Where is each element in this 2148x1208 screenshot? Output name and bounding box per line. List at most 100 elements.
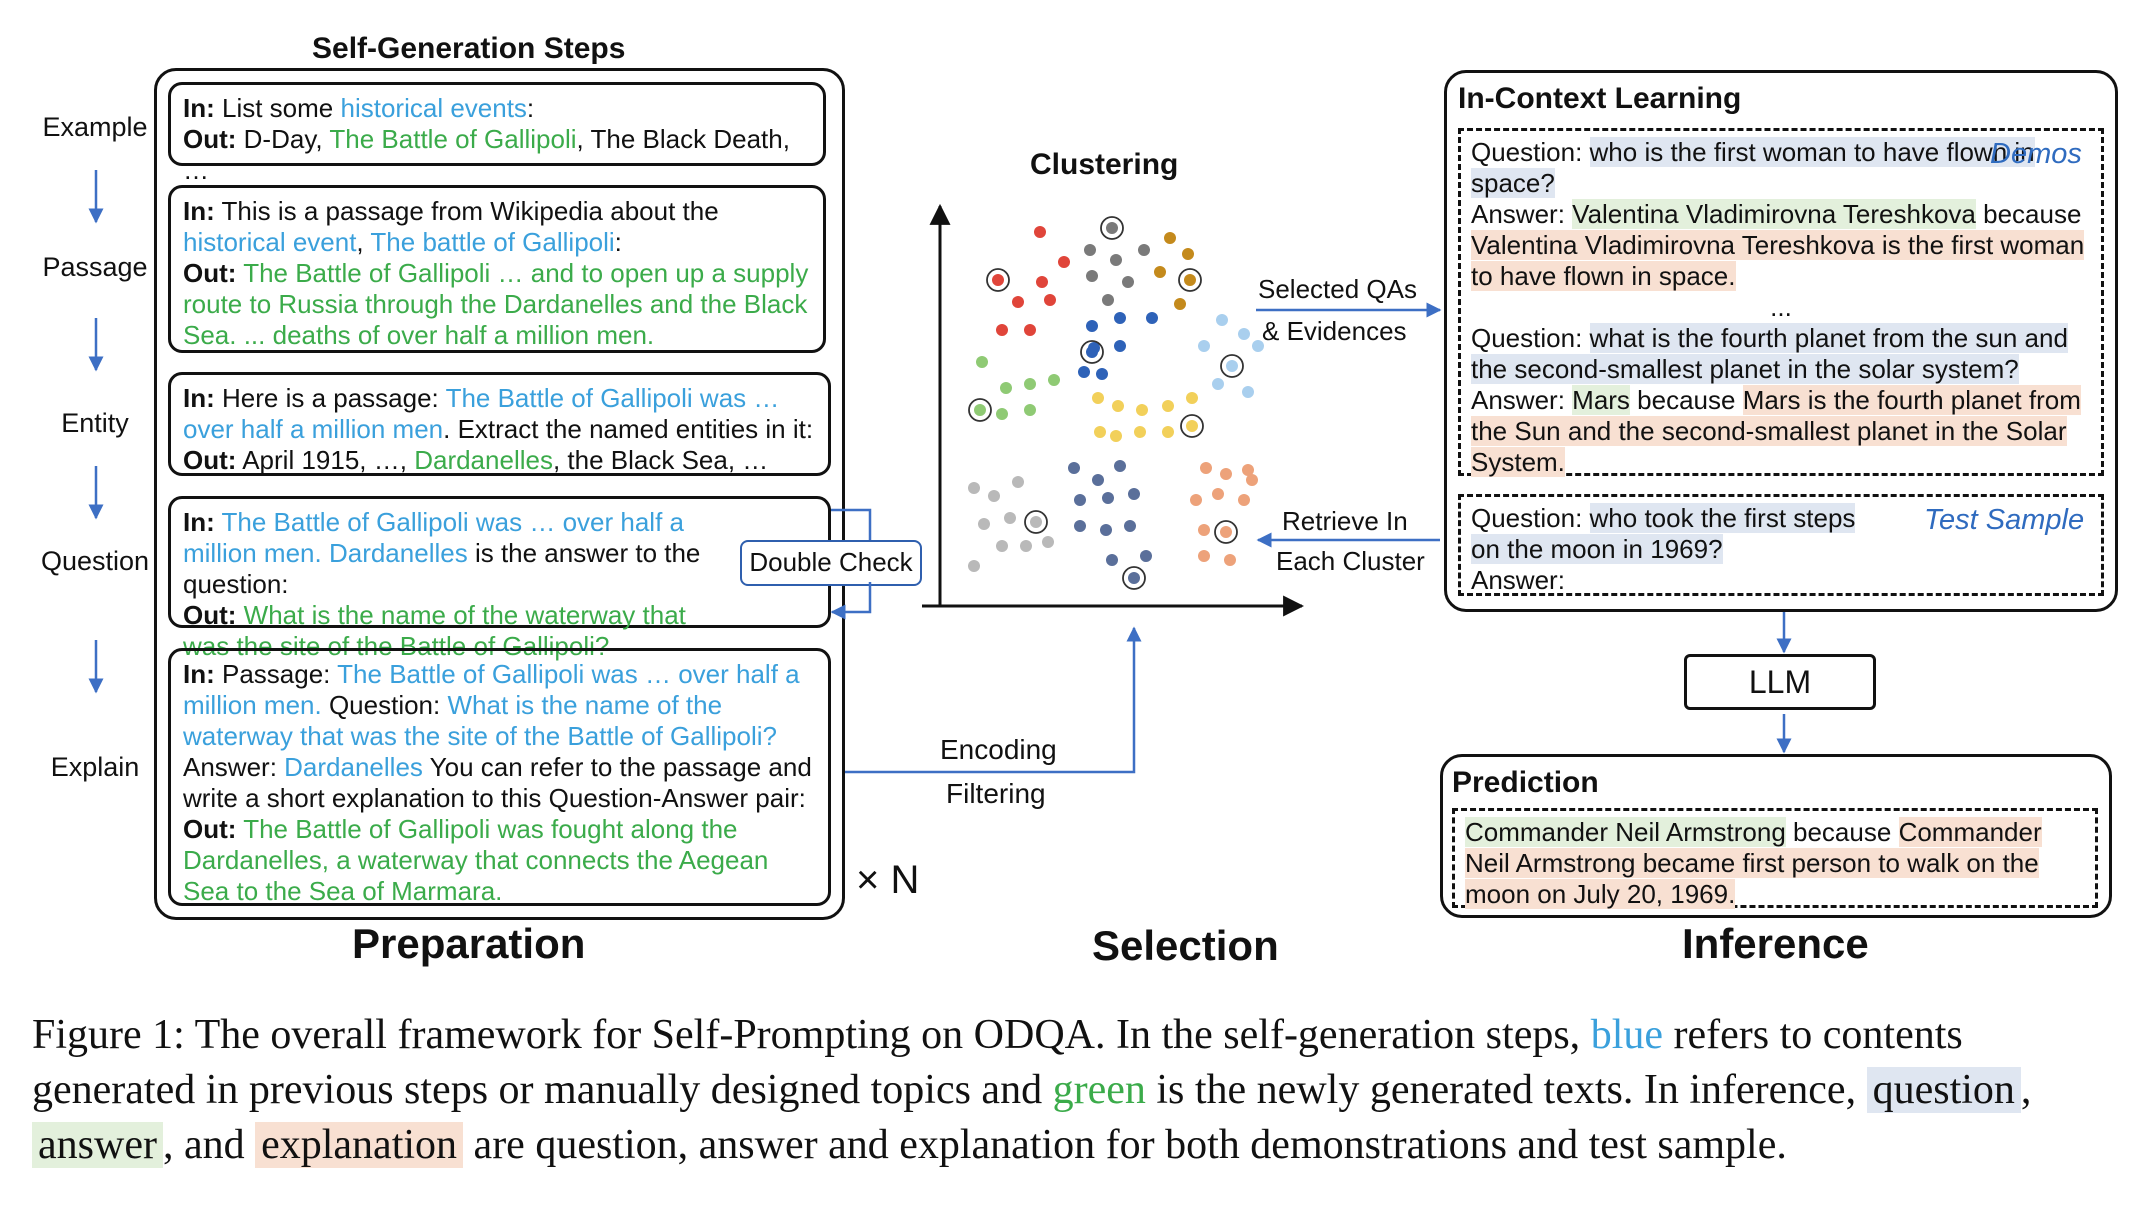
selected-point-ring [968,398,992,422]
cluster-point [1106,554,1118,566]
cluster-point [1134,426,1146,438]
cluster-point [1162,400,1174,412]
cluster-point [1238,328,1250,340]
cluster-point [1184,274,1196,286]
prediction-title: Prediction [1452,766,1599,799]
cluster-point [1136,404,1148,416]
cluster-point [1020,540,1032,552]
cluster-point [1024,378,1036,390]
cluster-point [1212,488,1224,500]
cluster-point [1004,512,1016,524]
selected-point-ring [1080,340,1104,364]
cluster-point [1086,270,1098,282]
cluster-point [968,560,980,572]
times-n-label: × N [856,858,920,902]
cluster-point [1242,464,1254,476]
cluster-point [1086,320,1098,332]
clustering-title: Clustering [1030,148,1179,181]
selected-point-ring [1024,510,1048,534]
cluster-point [1048,374,1060,386]
cluster-point [1078,366,1090,378]
cluster-point [1112,400,1124,412]
each-cluster-label: Each Cluster [1276,546,1425,576]
double-check-box: Double Check [740,540,922,586]
cluster-point [1212,378,1224,390]
cluster-point [1034,226,1046,238]
step-question: Question [40,546,150,576]
cluster-point [1146,312,1158,324]
cluster-point [1084,244,1096,256]
in-context-learning-panel [1444,70,2118,612]
step-explain: Explain [50,752,140,782]
cluster-point [1030,516,1042,528]
cluster-point [1198,550,1210,562]
selected-point-ring [1178,268,1202,292]
cluster-point [1124,520,1136,532]
cluster-point [1198,524,1210,536]
cluster-point [978,518,990,530]
cluster-point [1246,474,1258,486]
cluster-point [1102,492,1114,504]
cluster-point [1200,462,1212,474]
cluster-point [1000,382,1012,394]
cluster-point [1186,392,1198,404]
retrieve-label: Retrieve In [1282,506,1408,536]
cluster-point [1242,386,1254,398]
cluster-point [1096,368,1108,380]
cluster-point [1102,294,1114,306]
cluster-point [1164,232,1176,244]
cluster-point [1068,462,1080,474]
prediction-box: Commander Neil Armstrong because Command… [1452,808,2098,909]
cluster-point [1110,254,1122,266]
llm-box: LLM [1684,654,1876,710]
cluster-point [1174,298,1186,310]
test-sample-tag: Test Sample [1924,504,2085,536]
cluster-point [1220,526,1232,538]
step-passage: Passage [42,252,148,282]
preparation-label: Preparation [352,920,586,967]
cluster-point [1238,494,1250,506]
evidences-label: & Evidences [1262,316,1407,346]
figure-caption: Figure 1: The overall framework for Self… [32,1012,2032,1168]
step-explain-box: In: Passage: The Battle of Gallipoli was… [168,648,831,906]
cluster-point [968,482,980,494]
test-sample-box: Question: who took the first steps on th… [1458,494,2104,596]
cluster-point [1012,296,1024,308]
cluster-point [1092,474,1104,486]
cluster-point [1114,340,1126,352]
scatter-axes [922,203,1305,617]
cluster-point [1162,426,1174,438]
cluster-point [1224,554,1236,566]
step-example: Example [42,112,148,142]
selected-point-ring [986,268,1010,292]
cluster-point [992,274,1004,286]
cluster-point [996,324,1008,336]
selected-qas-label: Selected QAs [1258,274,1417,304]
cluster-point [1042,536,1054,548]
cluster-point [996,408,1008,420]
cluster-point [1058,256,1070,268]
cluster-point [1198,340,1210,352]
selected-point-ring [1220,354,1244,378]
cluster-point [1110,430,1122,442]
self-generation-title: Self-Generation Steps [312,32,626,65]
step-entity-box: In: Here is a passage: The Battle of Gal… [168,372,831,476]
cluster-point [1044,294,1056,306]
step-entity: Entity [61,408,129,438]
cluster-point [1186,420,1198,432]
cluster-point [1226,360,1238,372]
cluster-point [1114,460,1126,472]
cluster-point [1074,520,1086,532]
cluster-point [1252,340,1264,352]
cluster-point [1216,314,1228,326]
cluster-point [976,356,988,368]
cluster-point [1086,346,1098,358]
prediction-panel [1440,754,2112,918]
double-check-loop [830,508,872,620]
demos-tag: Demos [1990,138,2082,170]
cluster-point [1074,494,1086,506]
cluster-point [1128,488,1140,500]
cluster-point [1140,550,1152,562]
cluster-point [1092,392,1104,404]
